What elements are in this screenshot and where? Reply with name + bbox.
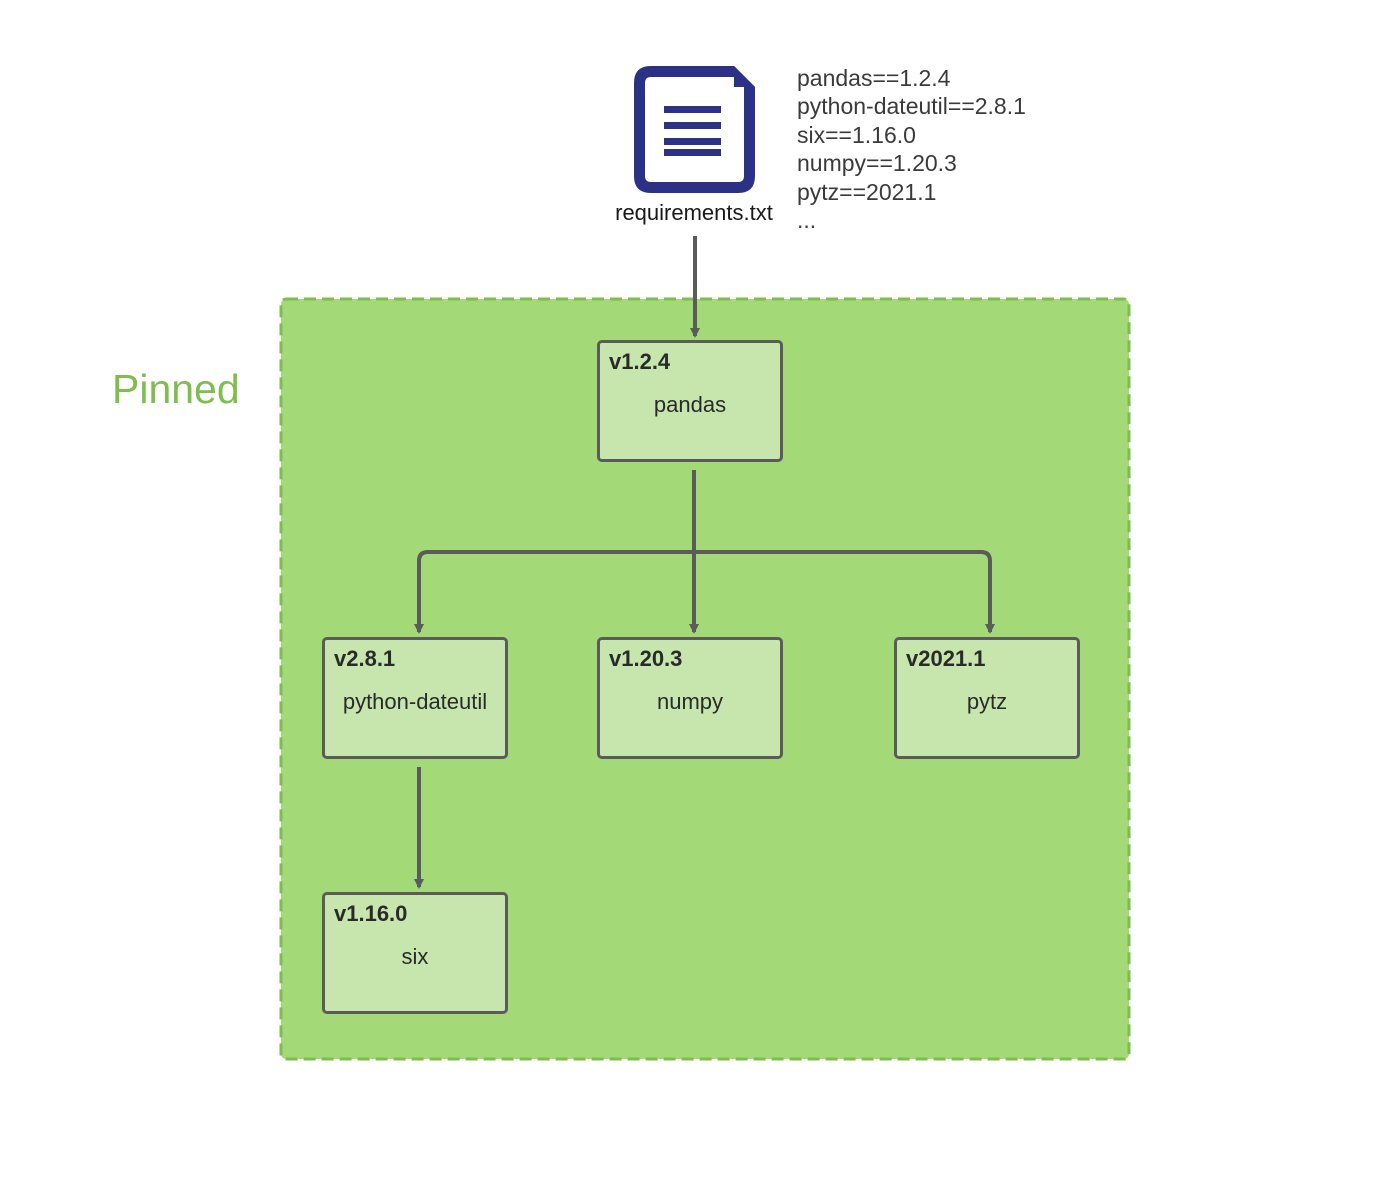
requirement-line: pandas==1.2.4 <box>797 65 951 91</box>
node-pandas: v1.2.4 pandas <box>597 340 783 462</box>
pinned-group-label: Pinned <box>112 366 240 412</box>
connectors <box>414 236 995 889</box>
edge-pandas-to-pytz <box>694 550 995 634</box>
requirement-line: python-dateutil==2.8.1 <box>797 93 1026 120</box>
requirement-line: ... <box>797 207 817 234</box>
node-package-name: six <box>401 944 429 969</box>
node-python-dateutil: v2.8.1 python-dateutil <box>322 637 508 759</box>
node-package-name: numpy <box>656 689 724 714</box>
requirements-contents: pandas==1.2.4 python-dateutil==2.8.1 six… <box>797 64 1026 234</box>
requirements-file-label: requirements.txt <box>615 200 773 225</box>
requirement-line: pytz==2021.1 <box>797 178 937 205</box>
document-icon <box>634 66 755 193</box>
node-version: v1.20.3 <box>609 646 683 671</box>
node-version: v2.8.1 <box>334 646 396 671</box>
requirement-line: six==1.16.0 <box>797 121 916 148</box>
node-version: v2021.1 <box>906 646 986 671</box>
node-pytz: v2021.1 pytz <box>894 637 1080 759</box>
node-package-name: pytz <box>966 689 1008 714</box>
edge-pandas-to-python-dateutil <box>414 470 696 634</box>
node-package-name: pandas <box>653 392 727 417</box>
node-version: v1.2.4 <box>609 349 671 374</box>
node-package-name: python-dateutil <box>342 689 488 714</box>
node-version: v1.16.0 <box>334 901 408 926</box>
node-six: v1.16.0 six <box>322 892 508 1014</box>
requirement-line: numpy==1.20.3 <box>797 150 957 177</box>
node-numpy: v1.20.3 numpy <box>597 637 783 759</box>
